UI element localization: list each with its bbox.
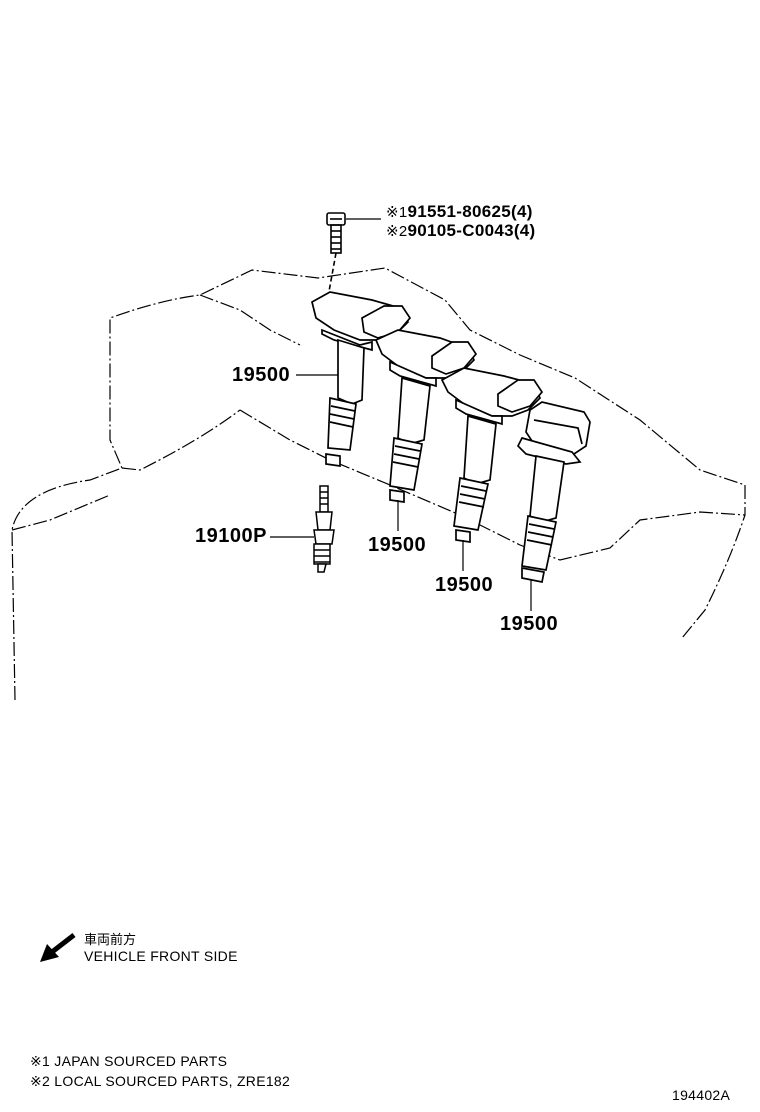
leader-lines <box>270 374 532 611</box>
bolt-icon <box>326 212 346 298</box>
spark-plug-icon <box>313 485 335 573</box>
coil-3-part-number: 19500 <box>435 574 494 596</box>
ignition-coil-4 <box>516 401 591 584</box>
coil-2-part-number: 19500 <box>368 534 427 556</box>
note-local-sourced: ※2 LOCAL SOURCED PARTS, ZRE182 <box>30 1073 291 1089</box>
bolt-label-local: ※290105-C0043(4) <box>386 221 536 241</box>
coil-4-part-number: 19500 <box>500 613 559 635</box>
spark-plug-part-number: 19100P <box>195 525 267 547</box>
front-direction-arrow-icon <box>40 933 76 962</box>
ignition-coil-2 <box>374 329 478 503</box>
bolt-part-number-1: 91551-80625(4) <box>407 202 533 221</box>
diagram-id: 194402A <box>672 1087 731 1103</box>
note-japan-sourced: ※1 JAPAN SOURCED PARTS <box>30 1053 228 1069</box>
cylinder-head-outline <box>11 267 746 701</box>
ignition-coil-3 <box>440 367 544 543</box>
direction-label-english: VEHICLE FRONT SIDE <box>84 948 238 964</box>
bolt-part-number-2: 90105-C0043(4) <box>407 221 536 240</box>
bolt-label-japan: ※191551-80625(4) <box>386 202 533 222</box>
note-mark-2: ※2 <box>386 223 408 240</box>
direction-label-japanese: 車両前方 <box>84 932 137 947</box>
note-mark-1: ※1 <box>386 204 408 221</box>
coil-1-part-number: 19500 <box>232 364 291 386</box>
